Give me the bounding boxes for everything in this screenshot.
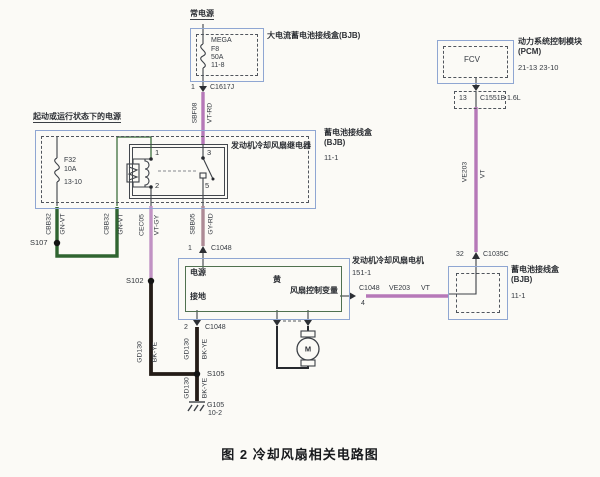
motor-pin-fan-control-label: 风扇控制变量 (290, 286, 338, 295)
c1551b-pin: 13 (459, 95, 467, 102)
c1048-ground-pin: 2 (184, 324, 188, 331)
arrow-fan-left-down (273, 320, 281, 326)
arrow-c1048-control-right (349, 292, 356, 300)
wire-cec05-color-label: VT-GY (153, 214, 161, 236)
mega-fuse-rating: 50A (211, 54, 224, 61)
mega-box-label: 大电流蓄电池接线盒(BJB) (267, 31, 361, 40)
bjb-left-title-line2: (BJB) (324, 138, 346, 147)
relay-pin3-label: 3 (207, 148, 212, 157)
c1551b-connector-box (454, 91, 506, 109)
ground-id: G105 (207, 402, 225, 409)
bjb-right-title-line1: 蓄电池接线盒 (511, 265, 559, 274)
bjb-right-title-line2: (BJB) (511, 275, 533, 284)
ground-symbol (187, 401, 205, 412)
wire-cec05-circuit-label: CEC05 (138, 214, 146, 236)
figure-caption: 图 2 冷却风扇相关电路图 (221, 447, 379, 462)
arrow-c1048-ground-down (193, 320, 201, 326)
splice-s105-dot (193, 370, 201, 378)
arrow-c1617j-down (199, 86, 207, 92)
splice-s105-label: S105 (207, 369, 225, 378)
wire-ve203-color-label: VT (479, 169, 487, 179)
pcm-dashed-box (443, 46, 508, 78)
wire-ve203-h-color-label: VT (421, 285, 430, 292)
wire-cbb32-right-color-label: GN-VT (117, 213, 125, 235)
relay-outer-box (129, 144, 228, 199)
wire-gd130-splice-circuit-label: GD130 (136, 341, 144, 363)
relay-pin2-label: 2 (155, 181, 160, 190)
c1035c-id: C1035C (483, 251, 509, 258)
c1048-control-pin: 4 (361, 300, 365, 307)
bjb-left-grid: 11-1 (324, 153, 339, 162)
c1617j-pin: 1 (191, 84, 195, 91)
bjb-left-dashed-box (41, 136, 309, 203)
c1617j-id: C1617J (210, 84, 235, 91)
wire-sbb05-circuit-label: SBB05 (189, 213, 197, 235)
f32-rating: 10A (64, 166, 77, 173)
arrow-c1048-power-up (199, 246, 207, 253)
motor-grid: 151-1 (352, 268, 372, 277)
pcm-pin-label: FCV (464, 55, 480, 64)
fan-motor-box (178, 258, 350, 320)
fan-motor-inner-box (185, 266, 342, 312)
bjb-right-dashed-box (456, 273, 500, 313)
relay-pin5-label: 5 (205, 181, 210, 190)
motor-symbol: M (304, 344, 312, 354)
arrow-c1035c-up (472, 252, 480, 259)
c1035c-pin: 32 (456, 251, 464, 258)
relay-inner-box (132, 147, 225, 196)
mega-fuse-dashed-box (196, 34, 258, 76)
wire-sbb05-color-label: GY-RD (207, 213, 215, 235)
c1048-power-pin: 1 (188, 245, 192, 252)
pcm-box (437, 40, 514, 84)
mega-fuse-box (190, 28, 264, 82)
arrow-fan-right-down (304, 320, 312, 326)
motor-pin-power-label: 电源 (190, 268, 206, 277)
wire-ve203-h-circuit-label: VE203 (389, 285, 411, 292)
ground-grid: 10-2 (208, 410, 223, 417)
c1551b-note: 1.6L (507, 95, 521, 102)
run-start-power-label: 起动或运行状态下的电源 (33, 112, 121, 123)
c1048-power-id: C1048 (211, 245, 232, 252)
motor-note-yellow: 黄 (273, 275, 281, 284)
wire-gd130-motor-color-label: BK-YE (201, 338, 209, 360)
wire-gd130-splice-color-label: BK-YE (151, 341, 159, 363)
motor-title: 发动机冷却风扇电机 (352, 256, 424, 265)
c1048-control-id: C1048 (359, 285, 380, 292)
constant-power-label: 常电源 (190, 9, 214, 20)
wire-gd130-motor-circuit-label: GD130 (183, 338, 191, 360)
bjb-right-box (448, 266, 508, 320)
pcm-grid: 21-13 23-10 (518, 63, 559, 72)
f32-grid: 13-10 (64, 179, 82, 186)
mega-fuse-grid: 11-8 (211, 62, 225, 69)
splice-s107-label: S107 (30, 238, 48, 247)
motor-pin-ground-label: 接地 (190, 292, 206, 301)
f32-code: F32 (64, 157, 77, 164)
bjb-right-grid: 11-1 (511, 291, 526, 300)
motor-terminal-top (300, 330, 316, 338)
fan-motor-loop (276, 326, 309, 369)
wire-gd130-ground-color-label: BK-YE (201, 377, 209, 399)
relay-title: 发动机冷却风扇继电器 (231, 141, 311, 150)
pcm-title-line2: (PCM) (518, 47, 542, 56)
c1048-ground-id: C1048 (205, 324, 226, 331)
bjb-left-box (35, 130, 316, 209)
wire-cbb32-left-color-label: GN-VT (59, 213, 67, 235)
relay-pin1-label: 1 (155, 148, 160, 157)
mega-fuse-name: MEGA (211, 37, 232, 44)
wire-ve203-circuit-label: VE203 (461, 161, 469, 183)
splice-s102-label: S102 (126, 276, 144, 285)
wire-sbf08-circuit-label: SBF08 (191, 102, 199, 124)
wire-cbb32-left-circuit-label: CBB32 (45, 213, 53, 235)
wire-cbb32-right-circuit-label: CBB32 (103, 213, 111, 235)
bjb-left-title-line1: 蓄电池接线盒 (324, 128, 372, 137)
splice-s107-dot (53, 239, 61, 247)
mega-fuse-code: F8 (211, 46, 220, 53)
c1551b-id: C1551B (480, 95, 506, 102)
pcm-title-line1: 动力系统控制模块 (518, 37, 582, 46)
wire-gd130-ground-circuit-label: GD130 (183, 377, 191, 399)
motor-terminal-bottom (300, 359, 316, 367)
wire-sbf08-color-label: VT-RD (206, 102, 214, 124)
splice-s102-dot (147, 277, 155, 285)
